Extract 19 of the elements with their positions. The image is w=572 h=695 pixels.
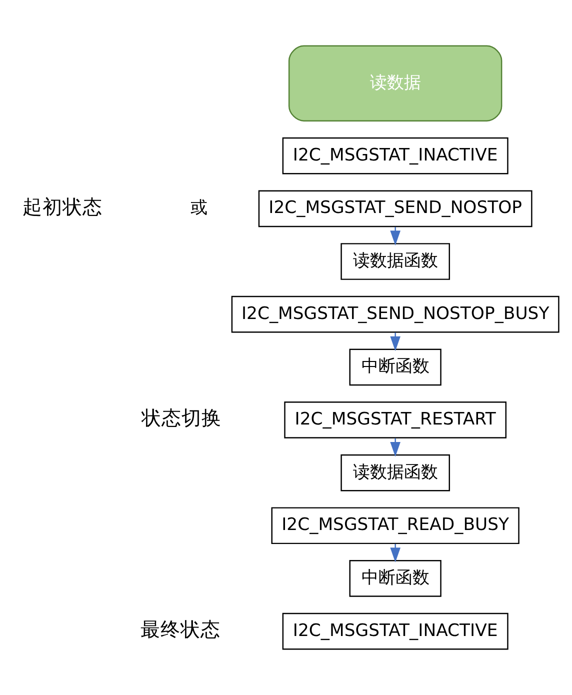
node-box: I2C_MSGSTAT_RESTART (284, 402, 506, 438)
label: 最终状态 (140, 618, 220, 641)
node-box: I2C_MSGSTAT_SEND_NOSTOP (258, 190, 532, 228)
node-box: I2C_MSGSTAT_INACTIVE (282, 137, 508, 174)
arrow (390, 438, 400, 457)
label: 状态切换 (142, 406, 222, 430)
node-box: 读数据 (288, 45, 502, 122)
node-box: I2C_MSGSTAT_READ_BUSY (271, 507, 520, 544)
arrow (390, 332, 400, 352)
node-box: I2C_MSGSTAT_INACTIVE (282, 612, 508, 650)
node-box: 读数据函数 (340, 454, 450, 492)
node-box: 中断函数 (349, 560, 442, 597)
label: 起初状态 (22, 195, 102, 218)
arrow (390, 226, 400, 246)
node-box: I2C_MSGSTAT_SEND_NOSTOP_BUSY (231, 296, 560, 333)
node-box: 读数据函数 (340, 243, 450, 280)
arrow (390, 544, 400, 562)
node-box: 中断函数 (349, 348, 442, 386)
node-label: 或 (190, 198, 208, 218)
